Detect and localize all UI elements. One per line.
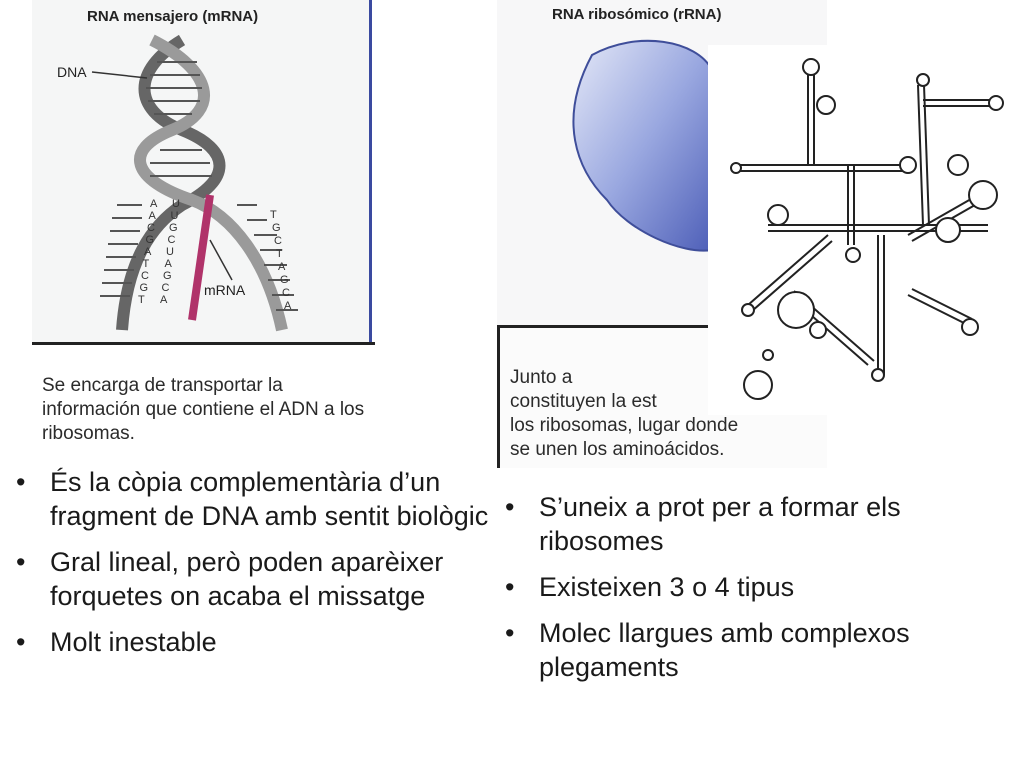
- bullet-icon: •: [505, 618, 515, 648]
- base-letter: A: [149, 210, 157, 222]
- mrna-strand: [188, 194, 214, 321]
- list-item: •Molec llargues amb complexos plegaments: [505, 618, 910, 682]
- bullet-icon: •: [16, 547, 26, 577]
- mrna-pointer: [209, 239, 233, 281]
- base-letter: U: [166, 246, 174, 258]
- base-letter: G: [163, 270, 172, 282]
- rrna-caption-line-1: Junto a: [510, 367, 573, 388]
- ribosome-shape: [572, 39, 713, 252]
- list-item: •Molt inestable: [16, 627, 217, 657]
- base-letter: T: [138, 294, 145, 306]
- mrna-panel-border-bottom: [32, 342, 375, 345]
- rrna-caption: Junto a constituyen la est los ribosomas…: [510, 366, 840, 462]
- base-letter: G: [280, 274, 289, 286]
- base-letter: T: [143, 258, 150, 270]
- base-letter: A: [144, 246, 152, 258]
- base-letter: C: [168, 234, 176, 246]
- base-letter: U: [171, 210, 179, 222]
- ribosome-diagram: [572, 39, 713, 252]
- base-letter: U: [172, 198, 180, 210]
- base-letter: G: [169, 222, 178, 234]
- rrna-caption-line-2: constituyen la est: [510, 391, 657, 412]
- dna-strand-2: [134, 34, 288, 332]
- base-pairs: [146, 61, 212, 177]
- base-letter: C: [162, 282, 170, 294]
- mrna-label: mRNA: [204, 282, 246, 298]
- bullet-icon: •: [16, 467, 26, 497]
- base-letter: C: [147, 222, 155, 234]
- base-letter: G: [140, 282, 149, 294]
- base-letter: A: [284, 300, 292, 312]
- mrna-caption: Se encarga de transportar la información…: [42, 375, 365, 444]
- rrna-panel-border-bottom: [497, 325, 827, 328]
- bullet-icon: •: [16, 627, 26, 657]
- base-letter: C: [274, 235, 282, 247]
- base-letter: T: [276, 248, 283, 260]
- base-letter: C: [141, 270, 149, 282]
- open-strand-bases: [100, 204, 298, 311]
- list-item: •Gral lineal, però poden aparèixer forqu…: [16, 547, 444, 611]
- rrna-caption-border: [497, 328, 500, 468]
- list-item: •És la còpia complementària d’un fragmen…: [16, 467, 489, 531]
- list-item: •S’uneix a prot per a formar els ribosom…: [505, 492, 901, 556]
- dna-pointer: [91, 71, 148, 79]
- dna-label: DNA: [57, 64, 87, 80]
- mrna-characteristics-list: •És la còpia complementària d’un fragmen…: [14, 465, 494, 671]
- rrna-panel-title: RNA ribosómico (rRNA): [552, 6, 722, 23]
- dna-strand-1: [116, 34, 226, 331]
- base-letter: A: [278, 261, 286, 273]
- structure-stems: [738, 70, 993, 375]
- base-letter: A: [150, 198, 158, 210]
- base-letter: C: [282, 287, 290, 299]
- rrna-characteristics-list: •S’uneix a prot per a formar els ribosom…: [503, 490, 983, 696]
- base-letter: A: [165, 258, 173, 270]
- base-letter: T: [270, 209, 277, 221]
- rrna-caption-line-4: se unen los aminoácidos.: [510, 439, 725, 460]
- mrna-panel-border: [369, 0, 372, 345]
- structure-loops: [730, 58, 1004, 400]
- rrna-secondary-structure: [708, 45, 1018, 415]
- bullet-icon: •: [505, 492, 515, 522]
- bullet-icon: •: [505, 572, 515, 602]
- rrna-structure-diagram: [708, 45, 1018, 415]
- base-letter: G: [146, 234, 155, 246]
- rrna-caption-line-3: los ribosomas, lugar donde: [510, 415, 739, 436]
- base-letter: G: [272, 222, 281, 234]
- base-letter: A: [160, 294, 168, 306]
- list-item: •Existeixen 3 o 4 tipus: [505, 572, 795, 602]
- mrna-panel-title: RNA mensajero (mRNA): [87, 8, 259, 25]
